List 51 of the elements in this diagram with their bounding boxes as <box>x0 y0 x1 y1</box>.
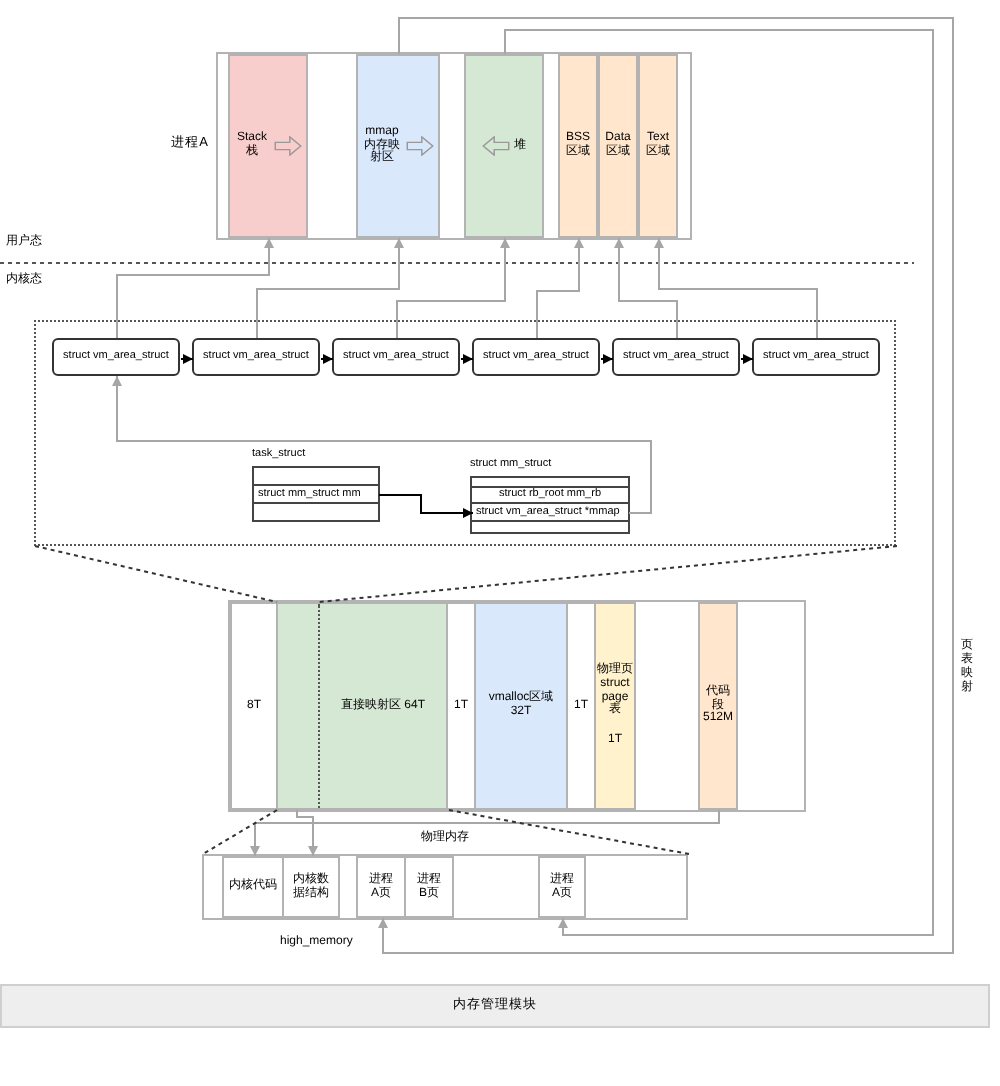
connector-arrow <box>320 354 334 364</box>
connector-arrow <box>600 354 614 364</box>
connector-arrow <box>112 375 652 514</box>
struct-card <box>612 338 740 376</box>
page-cell <box>356 856 406 918</box>
page-cell <box>538 856 586 918</box>
memory-segment <box>230 602 278 810</box>
connector-arrow <box>536 237 584 339</box>
connector-arrow <box>296 809 318 857</box>
memory-map-bar <box>228 600 806 812</box>
connector-arrow <box>654 237 818 339</box>
connector-arrow <box>740 354 754 364</box>
struct-card <box>752 338 880 376</box>
connector-arrow <box>256 237 404 339</box>
memory-segment <box>356 54 440 238</box>
module-band <box>0 984 990 1028</box>
zoom-line <box>202 809 278 855</box>
memory-segment <box>566 602 596 810</box>
detail-frame <box>34 320 896 546</box>
connector-arrow <box>504 29 934 936</box>
page-cell <box>282 856 340 918</box>
page-cell <box>222 856 284 918</box>
struct-field-row <box>472 486 628 504</box>
memory-segment <box>638 54 678 238</box>
connector-arrow <box>396 237 510 339</box>
connector-arrow <box>180 354 194 364</box>
memory-segment <box>598 54 638 238</box>
struct-field-row <box>472 502 628 522</box>
connector-arrow <box>116 237 274 339</box>
memory-segment <box>558 54 598 238</box>
struct-card <box>192 338 320 376</box>
struct-card <box>332 338 460 376</box>
memory-segment <box>276 602 448 810</box>
zoom-line <box>448 809 690 855</box>
memory-segment <box>446 602 476 810</box>
connector-arrow <box>378 17 954 954</box>
struct-field-row <box>254 484 378 504</box>
zoom-line <box>34 545 278 603</box>
connector-arrow <box>250 809 720 857</box>
memory-segment <box>464 54 544 238</box>
struct-card <box>52 338 180 376</box>
struct-card <box>472 338 600 376</box>
memory-segment <box>594 602 636 810</box>
memory-segment <box>228 54 308 238</box>
memory-segment <box>474 602 568 810</box>
zoom-line <box>318 545 898 603</box>
connector-arrow <box>460 354 474 364</box>
connector-arrow <box>378 494 474 518</box>
connector-arrow <box>614 237 678 339</box>
memory-segment <box>698 602 738 810</box>
page-cell <box>404 856 454 918</box>
